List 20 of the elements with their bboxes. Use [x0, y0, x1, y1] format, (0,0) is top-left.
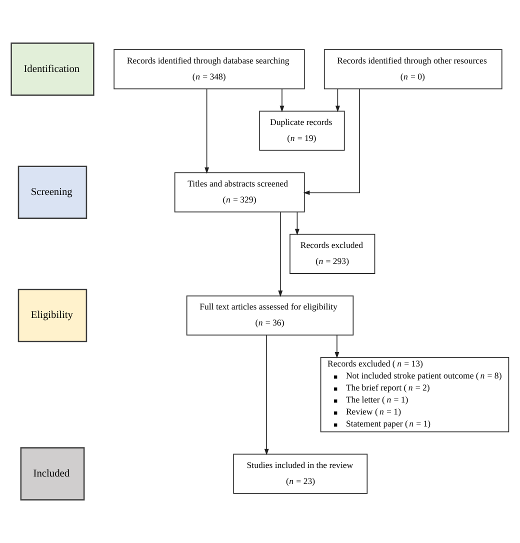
node-box: Studies included in the review (n = 23) [233, 454, 368, 494]
node-box: Eligibility [18, 288, 88, 342]
arrow [264, 334, 269, 456]
node-box: Full text articles assessed for eligibility (n = 36) [186, 295, 354, 336]
node-box: Screening [18, 166, 88, 219]
arrow [204, 88, 210, 174]
node-box: Titles and abstracts screened (n = 329) [174, 172, 305, 212]
arrow [278, 212, 283, 297]
node-box: Identification [10, 42, 94, 96]
node-box: Records identified through database searching (n = 348) [114, 49, 305, 90]
node-box: Included [20, 447, 85, 500]
arrow [294, 212, 300, 236]
node-box: Records excluded (n = 293) [290, 234, 376, 274]
arrow [335, 88, 340, 112]
node-box: Duplicate records (n = 19) [259, 110, 345, 151]
node-box: Records identified through other resources (n = 0) [324, 49, 502, 90]
arrow [303, 88, 360, 195]
node-box: Records excluded (n = 13) Not included stroke patient outcome (n = 8) The brief report (n = 2) The letter (n = 1) Review (n = 1) Statement paper (n = 1) [320, 357, 510, 432]
arrow [334, 334, 340, 358]
arrow [280, 88, 284, 112]
